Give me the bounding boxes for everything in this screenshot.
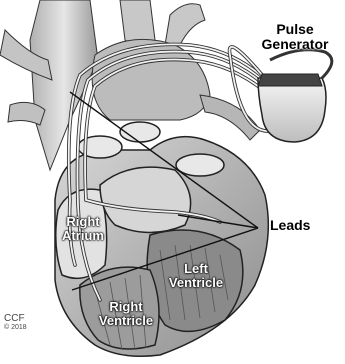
left-atrium-chamber — [100, 167, 191, 232]
right-atrium-label-line1: Right — [55, 215, 111, 229]
pulse-generator-device — [258, 50, 332, 142]
left-ventricle-label-line2: Ventricle — [160, 276, 232, 290]
right-atrium-label-line2: Atrium — [55, 229, 111, 243]
right-ventricle-label-line2: Ventricle — [88, 314, 164, 328]
credit: CCF © 2018 — [4, 313, 27, 331]
pulse-generator-label: Pulse Generator — [255, 22, 335, 51]
credit-copyright: © 2018 — [4, 324, 27, 331]
right-ventricle-label: Right Ventricle — [88, 300, 164, 327]
left-ventricle-label-line1: Left — [160, 262, 232, 276]
right-atrium-label: Right Atrium — [55, 215, 111, 242]
right-ventricle-label-line1: Right — [88, 300, 164, 314]
pulse-generator-label-line1: Pulse — [255, 22, 335, 37]
leads-label: Leads — [270, 218, 310, 233]
left-ventricle-label: Left Ventricle — [160, 262, 232, 289]
great-vessels — [0, 0, 260, 170]
credit-org: CCF — [4, 313, 27, 324]
pulse-generator-label-line2: Generator — [255, 37, 335, 52]
mitral-valve — [176, 154, 224, 176]
